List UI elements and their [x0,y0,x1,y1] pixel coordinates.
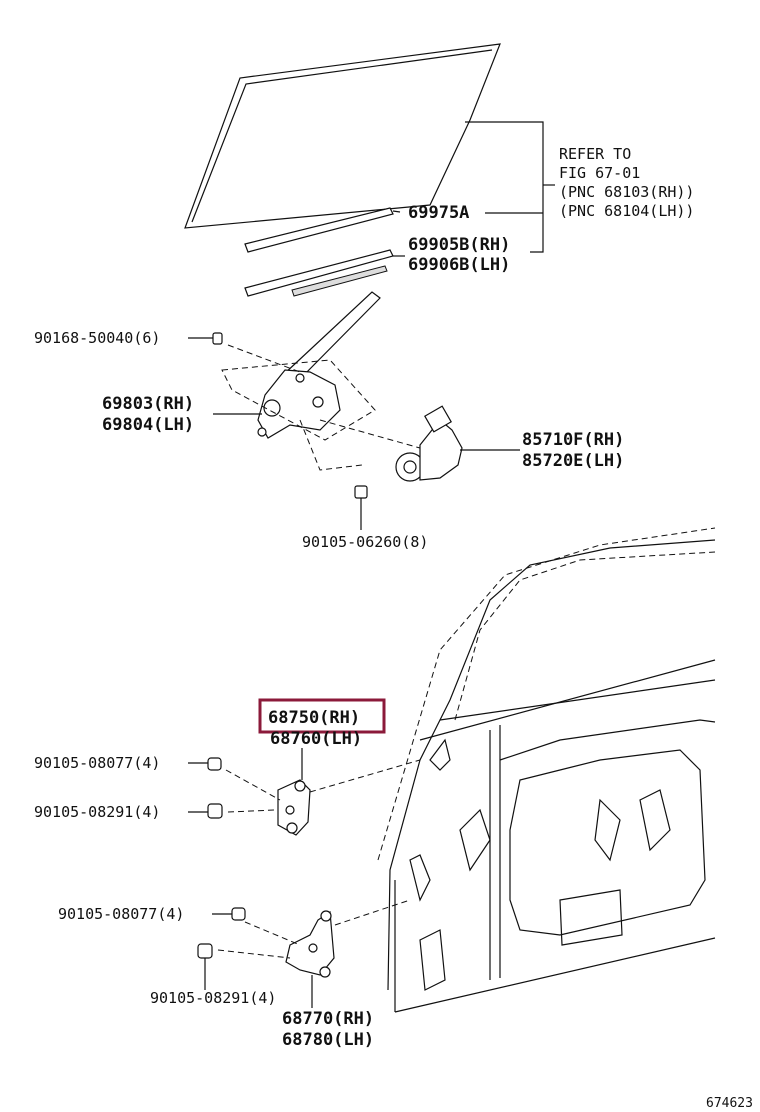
highlight-box [258,698,386,734]
door-glass [184,43,501,229]
bolt-90168 [188,332,223,345]
label-90105-08077-upper[interactable]: 90105-08077(4) [34,754,160,772]
label-85710[interactable]: 85710F(RH) [522,430,624,450]
label-69803[interactable]: 69803(RH) [102,394,194,414]
label-69804[interactable]: 69804(LH) [102,415,194,435]
glass-run-channels [244,207,405,297]
label-69975[interactable]: 69975A [408,203,469,223]
label-90105-08291-upper[interactable]: 90105-08291(4) [34,803,160,821]
window-regulator [213,291,421,471]
label-68780[interactable]: 68780(LH) [282,1030,374,1050]
label-90105-08077-lower[interactable]: 90105-08077(4) [58,905,184,923]
label-68760[interactable]: 68760(LH) [270,729,362,749]
label-85720[interactable]: 85720E(LH) [522,451,624,471]
refer-line-3: (PNC 68103(RH)) [559,183,694,201]
bolt-90105-08291-lower [197,943,213,990]
refer-line-1: REFER TO [559,145,631,163]
lower-hinge [217,899,411,1008]
label-69905[interactable]: 69905B(RH) [408,235,510,255]
figure-number: 674623 [706,1096,753,1111]
label-90105-06260[interactable]: 90105-06260(8) [302,533,428,551]
regulator-motor [395,405,520,482]
bolt-90105-06260 [354,485,368,530]
refer-bracket [465,121,555,253]
refer-line-2: FIG 67-01 [559,164,640,182]
label-68770[interactable]: 68770(RH) [282,1009,374,1029]
label-90105-08291-lower[interactable]: 90105-08291(4) [150,989,276,1007]
upper-hinge [225,748,421,836]
refer-line-4: (PNC 68104(LH)) [559,202,694,220]
label-90168[interactable]: 90168-50040(6) [34,329,160,347]
door-shell [377,527,716,1013]
bolt-90105-08077-upper [188,757,222,771]
bolt-90105-08077-lower [212,907,246,921]
bolt-90105-08291-upper [188,803,223,819]
label-69906[interactable]: 69906B(LH) [408,255,510,275]
label-68750[interactable]: 68750(RH) [268,708,360,728]
